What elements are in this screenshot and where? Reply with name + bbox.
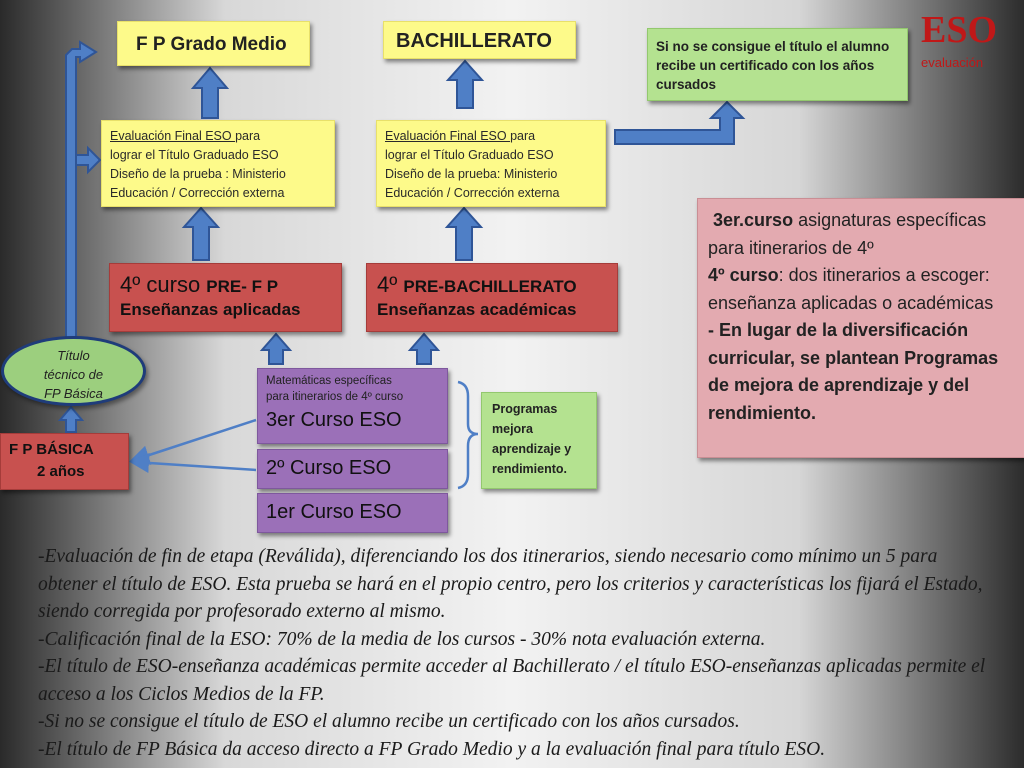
- arrow-3er-to-fp-basica: [129, 418, 257, 465]
- curso3-note2: para itinerarios de 4º curso: [266, 391, 404, 403]
- fp-basica-line1: F P BÁSICA: [9, 441, 94, 458]
- info-p1-rest: asignaturas específicas para itinerarios…: [708, 210, 987, 258]
- programas-line1: Programas: [492, 402, 558, 416]
- programas-line2: mejora: [492, 422, 533, 436]
- bottom-note-1: -Evaluación de fin de etapa (Reválida), …: [38, 546, 983, 622]
- eval-bach-line2: lograr el Título Graduado ESO: [385, 148, 554, 162]
- arrow-2-to-fp-basica: [129, 453, 257, 473]
- eval-fp-line3: Diseño de la prueba : Ministerio: [110, 167, 286, 181]
- titulo-fp-basica-ellipse: Título técnico de FP Básica: [1, 336, 146, 406]
- info-p1-bold: 3er.curso: [713, 210, 794, 230]
- curso4-bach-small: PRE-BACHILLERATO: [403, 277, 577, 296]
- certificate-text: Si no se consigue el título el alumno re…: [656, 39, 890, 92]
- info-p3: - En lugar de la diversificación curricu…: [708, 320, 999, 423]
- curso3-box: Matemáticas específicas para itinerarios…: [257, 368, 448, 444]
- info-p1: 3er.curso asignaturas específicas para i…: [708, 207, 1014, 262]
- curso4-fp-line2: Enseñanzas aplicadas: [120, 300, 301, 319]
- bottom-note-2: -Calificación final de la ESO: 70% de la…: [38, 628, 766, 650]
- arrow-to-certificate: [614, 100, 746, 145]
- arrow-up-to-bachillerato: [445, 59, 485, 109]
- arrow-up-to-fp-grado-medio: [190, 66, 230, 119]
- titulo-line2: técnico de: [43, 367, 104, 382]
- arrow-titulo-to-fp-grado-medio: [65, 40, 98, 339]
- eval-fp-line1b: para: [235, 129, 261, 143]
- eval-final-bach-box: Evaluación Final ESO para lograr el Títu…: [376, 120, 606, 207]
- eval-fp-line2: lograr el Título Graduado ESO: [110, 148, 279, 162]
- bachillerato-label: BACHILLERATO: [396, 30, 552, 52]
- curso2-box: 2º Curso ESO: [257, 449, 448, 489]
- curso4-bach-box: 4º PRE-BACHILLERATO Enseñanzas académica…: [366, 263, 618, 332]
- arrow-up-to-4-fp: [259, 332, 293, 365]
- brace-programas: [457, 380, 479, 490]
- eval-bach-line1b: para: [510, 129, 536, 143]
- bottom-note-3: -El título de ESO-enseñanza académicas p…: [38, 656, 986, 705]
- curso4-fp-small: PRE- F P: [206, 277, 279, 296]
- bachillerato-box: BACHILLERATO: [383, 21, 576, 59]
- info-p2-rest: : dos itinerarios a escoger: enseñanza a…: [708, 265, 994, 313]
- arrow-up-to-eval-fp: [181, 206, 221, 261]
- arrow-up-to-4-bach: [407, 332, 441, 365]
- fp-grado-medio-label: F P Grado Medio: [136, 34, 287, 55]
- arrow-titulo-to-eval-fp: [75, 145, 102, 175]
- arrow-up-to-eval-bach: [444, 206, 484, 261]
- programas-line4: rendimiento.: [492, 462, 568, 476]
- titulo-line1: Título: [57, 348, 90, 363]
- curso4-bach-big: 4º: [377, 272, 404, 297]
- eso-title: ESO: [921, 9, 998, 51]
- curso3-note1: Matemáticas específicas: [266, 375, 392, 387]
- curso4-fp-box: 4º curso PRE- F P Enseñanzas aplicadas: [109, 263, 342, 332]
- programas-box: Programas mejora aprendizaje y rendimien…: [481, 392, 597, 489]
- info-p2: 4º curso: dos itinerarios a escoger: ens…: [708, 262, 1014, 317]
- fp-grado-medio-box: F P Grado Medio: [117, 21, 310, 66]
- curso2-label: 2º Curso ESO: [266, 457, 392, 479]
- curso1-label: 1er Curso ESO: [266, 501, 402, 523]
- titulo-line3: FP Básica: [44, 386, 103, 401]
- curso4-bach-line2: Enseñanzas académicas: [377, 300, 577, 319]
- arrow-up-to-titulo: [57, 405, 85, 433]
- eval-final-fp-box: Evaluación Final ESO para lograr el Títu…: [101, 120, 335, 207]
- curso1-box: 1er Curso ESO: [257, 493, 448, 533]
- eval-bach-line1: Evaluación Final ESO: [385, 129, 511, 143]
- fp-basica-box: F P BÁSICA 2 años: [0, 433, 129, 490]
- curso3-label: 3er Curso ESO: [266, 409, 402, 431]
- info-box: 3er.curso asignaturas específicas para i…: [697, 198, 1024, 458]
- curso4-fp-big: 4º curso: [120, 272, 207, 297]
- fp-basica-line2: 2 años: [37, 463, 85, 480]
- programas-line3: aprendizaje y: [492, 442, 572, 456]
- bottom-note-4: -Si no se consigue el título de ESO el a…: [38, 711, 740, 732]
- eval-fp-line1: Evaluación Final ESO: [110, 129, 236, 143]
- info-p2-bold: 4º curso: [708, 265, 779, 285]
- eval-bach-line3: Diseño de la prueba: Ministerio: [385, 167, 558, 181]
- certificate-box: Si no se consigue el título el alumno re…: [647, 28, 908, 101]
- eval-fp-line4: Educación / Corrección externa: [110, 186, 285, 200]
- eso-subtitle: evaluación: [921, 55, 984, 70]
- bottom-note-5: -El título de FP Básica da acceso direct…: [38, 738, 826, 760]
- eval-bach-line4: Educación / Corrección externa: [385, 186, 560, 200]
- bottom-notes: -Evaluación de fin de etapa (Reválida), …: [38, 543, 998, 763]
